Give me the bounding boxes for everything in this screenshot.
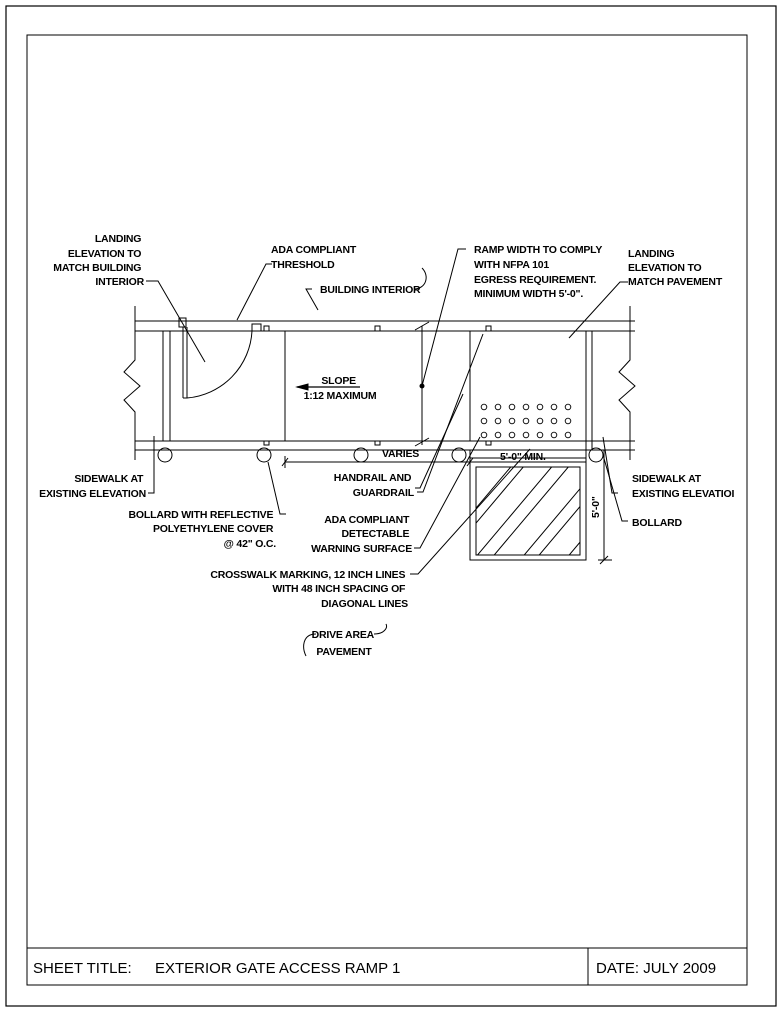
sheet-title-label: SHEET TITLE: bbox=[33, 960, 132, 977]
label-drive-area: DRIVE AREA PAVEMENT bbox=[312, 629, 377, 658]
label-five-vert: 5'-0" bbox=[590, 496, 602, 518]
label-bollard: BOLLARD bbox=[632, 517, 683, 529]
label-handrail: HANDRAIL AND GUARDRAIL bbox=[334, 472, 415, 499]
inner-border bbox=[26, 34, 748, 986]
label-ada-threshold: ADA COMPLIANT THRESHOLD bbox=[271, 244, 359, 271]
annotations: LANDING ELEVATION TO MATCH BUILDING INTE… bbox=[39, 233, 735, 658]
outer-border bbox=[5, 5, 777, 1007]
label-slope: SLOPE 1:12 MAXIMUM bbox=[304, 375, 377, 402]
date-label: DATE: JULY 2009 bbox=[596, 960, 716, 977]
crosswalk-stripes bbox=[476, 467, 580, 555]
label-ramp-width: RAMP WIDTH TO COMPLY WITH NFPA 101 EGRES… bbox=[474, 244, 605, 300]
label-varies: VARIES bbox=[382, 448, 419, 460]
leader-lines bbox=[146, 248, 628, 657]
label-five-min: 5'-0" MIN. bbox=[500, 451, 546, 463]
label-crosswalk: CROSSWALK MARKING, 12 INCH LINES WITH 48… bbox=[210, 569, 408, 610]
label-building-interior: BUILDING INTERIOR bbox=[320, 284, 421, 296]
label-landing-pavement: LANDING ELEVATION TO MATCH PAVEMENT bbox=[628, 248, 723, 288]
sheet-title-value: EXTERIOR GATE ACCESS RAMP 1 bbox=[155, 960, 400, 977]
label-ada-warning: ADA COMPLIANT DETECTABLE WARNING SURFACE bbox=[311, 514, 412, 555]
label-sidewalk-left: SIDEWALK AT EXISTING ELEVATION bbox=[39, 473, 146, 500]
label-bollard-reflective: BOLLARD WITH REFLECTIVE POLYETHYLENE COV… bbox=[129, 509, 277, 550]
label-sidewalk-right: SIDEWALK AT EXISTING ELEVATIOI bbox=[632, 473, 734, 500]
label-landing-building: LANDING ELEVATION TO MATCH BUILDING INTE… bbox=[53, 233, 144, 288]
detectable-warning-surface bbox=[480, 403, 572, 439]
